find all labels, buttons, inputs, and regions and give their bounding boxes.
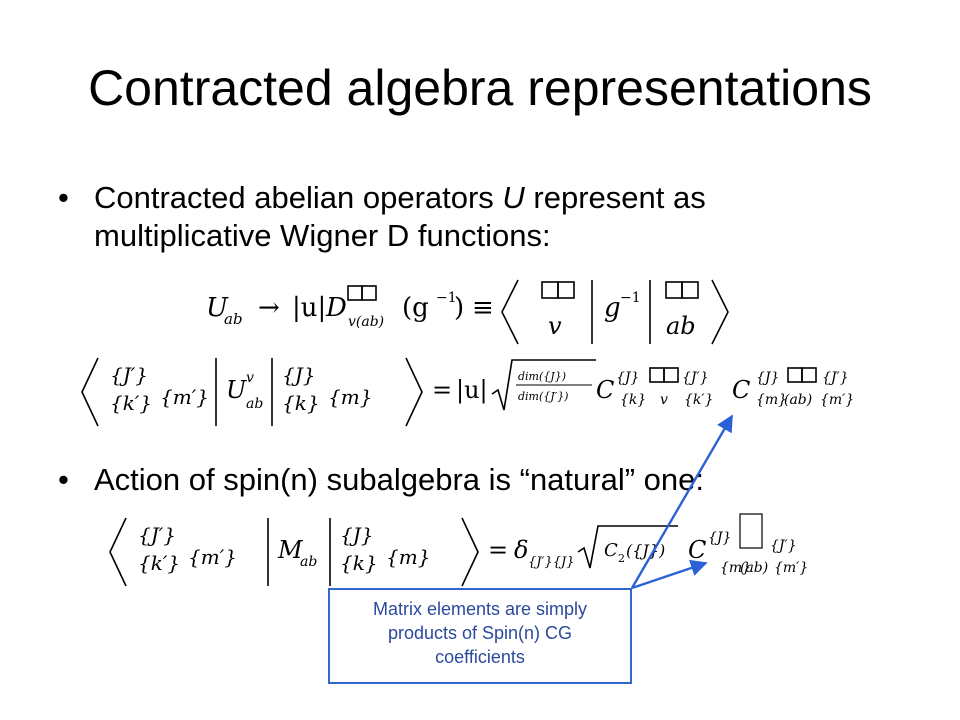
eq1-arg: (g [402,293,429,323]
eq2-young-box [663,367,679,383]
callout-arrow-to-eq3 [631,559,708,590]
eq2-m2: {m} [328,385,372,409]
eq3-missing-glyph-box [739,513,763,549]
eq3-c-top-r: {J′} [770,538,797,554]
bullet-text-pre: Contracted abelian operators [94,180,503,215]
eq1-row-v: v [548,312,562,340]
eq2-equals: = [432,376,452,404]
eq1-d-sub: v(ab) [348,314,384,330]
eq3-j1: {J′} [138,523,176,547]
eq1-arg-sup: −1 [436,290,457,306]
equation-wigner-d: U ab → |u| D v(ab) (g −1 ) ≡ v g −1 ab [206,279,729,345]
eq2-k1: {k′} [110,391,152,415]
eq1-equiv: ≡ [472,293,494,323]
bullet-text-post: represent as [524,180,706,215]
eq3-k1: {k′} [138,551,180,575]
eq1-g-sup: −1 [620,290,641,306]
eq2-c1-bot-l: {k} [620,392,646,408]
eq2-young-box [801,367,817,383]
bullet-abelian-operators: • Contracted abelian operators U represe… [58,179,938,259]
eq1-young-box [557,281,575,299]
bullet-symbol: • [58,180,69,215]
eq3-sqrt [577,525,678,569]
eq3-m: M [277,536,304,564]
eq2-c1: C [596,376,614,404]
eq1-young-box [681,281,699,299]
eq2-c2-top-r: {J′} [822,370,849,386]
eq3-c2: C [604,540,618,561]
eq3-equals: = [488,536,508,564]
eq2-c1-top-l: {J} [616,370,639,386]
eq3-c-bot-r: {m′} [774,560,808,576]
eq2-frac-num: dim({J}) [518,370,566,383]
eq2-left-angle [81,357,99,427]
eq1-d: D [325,293,347,323]
eq2-u-sup: v [246,370,254,386]
bullet-text: Contracted abelian operators U represent… [94,179,706,255]
eq2-c2-top-l: {J} [756,370,779,386]
eq3-m2: {m} [386,545,430,569]
eq2-frac-den: dim({J′}) [518,390,568,403]
slide-title: Contracted algebra representations [88,60,872,116]
equation-matrix-element-u: {J′} {k′} {m′} U v ab {J} {k} {m} = |u| … [81,357,854,427]
eq2-j1: {J′} [110,363,148,387]
eq1-row-ab: ab [666,312,696,340]
eq2-m1: {m′} [160,385,209,409]
eq3-c-bot-m: (ab) [740,560,768,576]
eq1-right-angle [711,279,729,345]
bullet-text: Action of spin(n) subalgebra is “natural… [94,462,704,497]
eq2-c2: C [732,376,750,404]
eq3-delta-sub: {J′}{J} [528,555,574,570]
callout-line: Matrix elements are simply [372,599,588,619]
eq2-j2: {J} [282,363,315,387]
eq3-left-angle [109,517,127,587]
eq1-g: g [604,293,621,323]
eq3-j2: {J} [340,523,373,547]
eq2-abs: |u| [456,376,488,405]
callout-arrow-to-eq2 [630,414,734,589]
eq2-c1-top-r: {J′} [682,370,709,386]
eq1-lhs-sub: ab [224,310,243,328]
bullet-symbol: • [58,462,69,497]
equation-matrix-element-m: {J′} {k′} {m′} M ab {J} {k} {m} = δ {J′}… [109,513,808,587]
eq3-c-bot-l: {m} [720,560,751,576]
eq2-c1-bot-m: v [660,392,668,408]
eq2-sqrt [491,359,596,411]
eq1-arrow: → [258,293,280,323]
eq1-lhs: U [206,293,229,323]
eq3-c2-sub: 2 [618,552,625,565]
eq3-c-top-l: {J} [708,530,731,546]
callout-line: products of Spin(n) CG [387,623,573,643]
eq3-k2: {k} [340,551,378,575]
eq2-u: U [226,376,247,404]
eq2-c2-bot-r: {m′} [820,392,854,408]
eq1-abs: |u| [292,293,326,323]
callout-line: coefficients [435,647,525,667]
eq2-k2: {k} [282,391,320,415]
eq2-u-sub: ab [246,396,263,412]
bullet-text-var: U [502,180,525,215]
eq3-right-angle [461,517,479,587]
eq2-c1-bot-r: {k′} [684,392,713,408]
eq2-c2-bot-l: {m} [756,392,787,408]
eq3-m-sub: ab [300,554,317,570]
eq3-m1: {m′} [188,545,237,569]
bullet-text-line2: multiplicative Wigner D functions: [94,218,551,253]
eq2-c2-bot-m: (ab) [784,392,812,408]
eq3-delta: δ [514,536,528,564]
eq1-arg-close: ) [454,293,464,323]
eq1-young-box [361,285,377,301]
eq2-right-angle [405,357,423,427]
eq3-c: C [688,536,706,564]
bullet-spin-subalgebra: • Action of spin(n) subalgebra is “natur… [58,461,938,501]
callout-box: Matrix elements are simply products of S… [328,588,632,684]
eq1-left-angle [501,279,519,345]
